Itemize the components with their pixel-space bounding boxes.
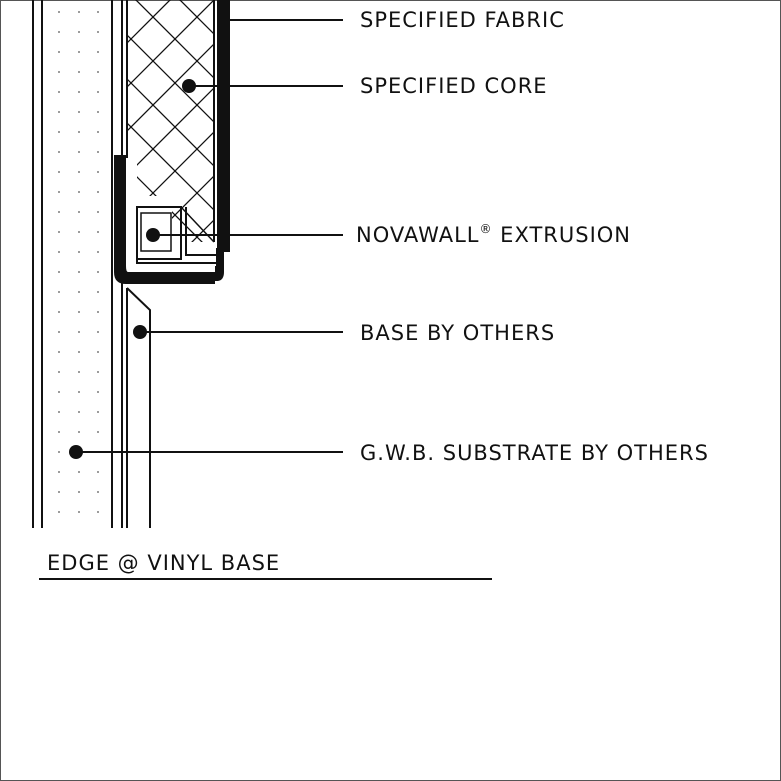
callout-extrusion-suffix: EXTRUSION <box>493 223 632 247</box>
callout-base-by-others: BASE BY OTHERS <box>360 321 555 345</box>
callout-extrusion-registered-mark: ® <box>480 222 493 236</box>
leader-base <box>133 325 343 339</box>
leader-substrate <box>69 445 343 459</box>
callout-specified-fabric: SPECIFIED FABRIC <box>360 8 565 32</box>
novawall-extrusion <box>114 155 224 284</box>
base-by-others <box>126 287 151 528</box>
specified-fabric <box>217 0 230 252</box>
gwb-substrate <box>32 0 113 528</box>
leader-core <box>182 79 343 93</box>
leader-extrusion <box>146 228 343 242</box>
callout-novawall-extrusion: NOVAWALL® EXTRUSION <box>356 222 631 247</box>
gwb-stipple-pattern <box>58 11 99 513</box>
detail-title: EDGE @ VINYL BASE <box>47 551 280 575</box>
core-crosshatch <box>127 0 214 242</box>
callout-gwb-substrate: G.W.B. SUBSTRATE BY OTHERS <box>360 441 709 465</box>
callout-extrusion-brand: NOVAWALL <box>356 223 480 247</box>
specified-core <box>127 0 215 242</box>
callout-specified-core: SPECIFIED CORE <box>360 74 548 98</box>
